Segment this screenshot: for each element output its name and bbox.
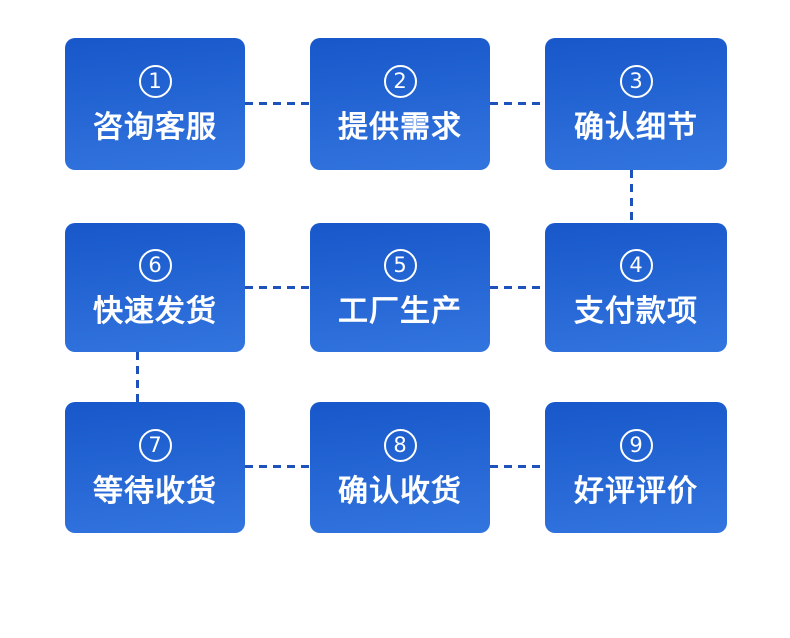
step-number: 5	[393, 252, 407, 277]
connector-2-3	[490, 102, 545, 105]
step-box-7: 7 等待收货	[65, 402, 245, 533]
step-number-circle: 8	[383, 428, 417, 462]
connector-4-5	[490, 286, 545, 289]
connector-7-8	[245, 465, 310, 468]
step-label: 支付款项	[574, 293, 698, 329]
step-number: 8	[393, 432, 407, 457]
step-number: 9	[629, 432, 643, 457]
step-box-1: 1 咨询客服	[65, 38, 245, 170]
step-label: 工厂生产	[338, 293, 462, 329]
step-box-5: 5 工厂生产	[310, 223, 490, 352]
step-label: 提供需求	[338, 110, 462, 145]
step-label: 确认细节	[574, 110, 698, 145]
connector-1-2	[245, 102, 310, 105]
step-label: 快速发货	[93, 293, 217, 329]
step-number-circle: 3	[619, 65, 653, 98]
step-number-circle: 4	[619, 248, 653, 282]
step-number: 6	[148, 252, 162, 277]
step-box-8: 8 确认收货	[310, 402, 490, 533]
step-number-circle: 5	[383, 248, 417, 282]
step-box-3: 3 确认细节	[545, 38, 727, 170]
step-number-circle: 6	[138, 248, 172, 282]
connector-3-4	[630, 170, 633, 223]
step-label: 好评评价	[574, 473, 698, 509]
step-number-circle: 1	[138, 65, 172, 98]
step-box-4: 4 支付款项	[545, 223, 727, 352]
step-label: 等待收货	[93, 473, 217, 509]
step-box-2: 2 提供需求	[310, 38, 490, 170]
step-number: 2	[393, 69, 407, 93]
step-number: 1	[148, 69, 162, 93]
step-number: 3	[629, 69, 643, 93]
connector-6-7	[136, 352, 139, 402]
step-number-circle: 2	[383, 65, 417, 98]
step-box-6: 6 快速发货	[65, 223, 245, 352]
step-number-circle: 7	[138, 428, 172, 462]
step-label: 咨询客服	[93, 110, 217, 145]
step-number: 4	[629, 252, 643, 277]
connector-5-6	[245, 286, 310, 289]
step-box-9: 9 好评评价	[545, 402, 727, 533]
connector-8-9	[490, 465, 545, 468]
step-label: 确认收货	[338, 473, 462, 509]
step-number-circle: 9	[619, 428, 653, 462]
step-number: 7	[148, 432, 162, 457]
